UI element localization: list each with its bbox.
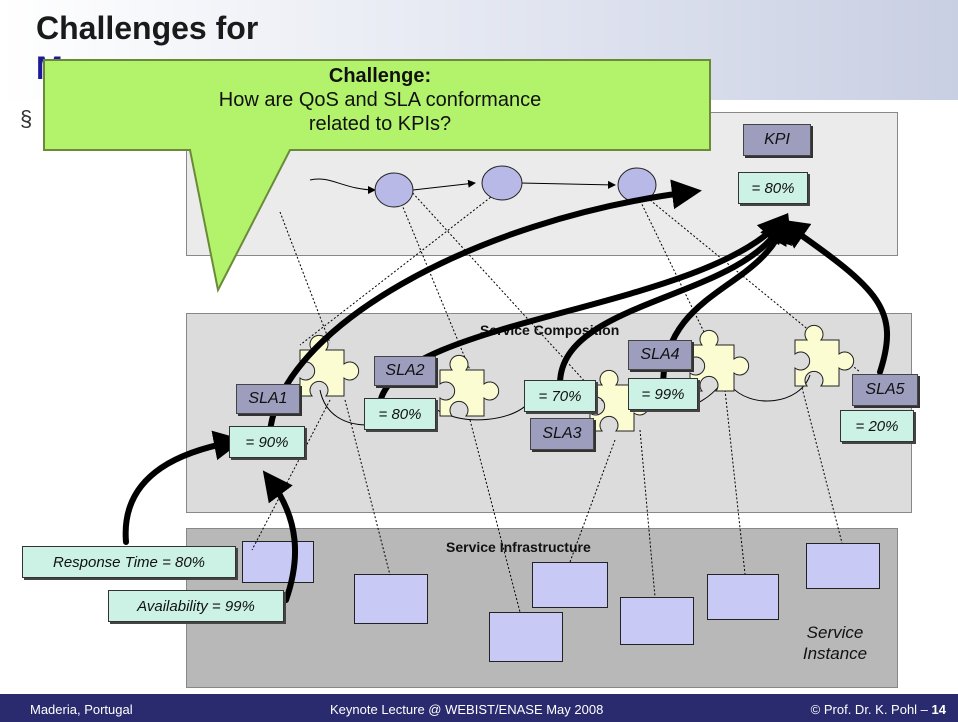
infrastructure-layer-label: Service Infrastructure: [446, 539, 591, 555]
kpi-label: KPI: [743, 124, 811, 156]
sla-label: SLA1: [236, 384, 300, 414]
sla-value-note: = 20%: [840, 410, 914, 442]
callout-heading: Challenge:: [328, 65, 432, 87]
process-activity-node: [374, 172, 414, 208]
sla-label: SLA2: [374, 356, 436, 386]
callout-body-line2: related to KPIs?: [308, 113, 452, 135]
service-instance-box: [707, 574, 779, 620]
slide-title: Challenges for: [36, 10, 259, 46]
sla-value-note: = 70%: [524, 380, 596, 412]
sla-label: SLA5: [852, 374, 918, 406]
challenge-callout-shape: [43, 59, 711, 294]
service-instance-label: Service Instance: [790, 622, 880, 664]
page-number: 14: [931, 702, 946, 717]
footer-copyright: © Prof. Dr. K. Pohl – 14: [811, 702, 946, 717]
response-time-note: Response Time = 80%: [22, 546, 236, 578]
availability-note: Availability = 99%: [108, 590, 284, 622]
footer-bar: Maderia, Portugal Keynote Lecture @ WEBI…: [0, 694, 958, 722]
service-instance-box: [532, 562, 608, 608]
sla-value-note: = 90%: [229, 426, 305, 458]
service-instance-box: [354, 574, 428, 624]
puzzle-piece-icon: [689, 329, 750, 392]
process-activity-node: [481, 165, 523, 201]
footer-event: Keynote Lecture @ WEBIST/ENASE May 2008: [330, 702, 604, 717]
service-instance-box: [806, 543, 880, 589]
kpi-value-note: = 80%: [738, 172, 808, 204]
footer-author: © Prof. Dr. K. Pohl –: [810, 702, 932, 717]
service-instance-label-line2: Instance: [802, 644, 868, 663]
puzzle-piece-icon: [299, 334, 360, 397]
sla-label: SLA3: [530, 418, 594, 450]
sla-value-note: = 80%: [364, 398, 436, 430]
bullet-icon: §: [20, 106, 33, 131]
footer-location: Maderia, Portugal: [30, 702, 133, 717]
puzzle-piece-icon: [439, 354, 500, 417]
service-instance-box: [242, 541, 314, 583]
composition-layer: [186, 313, 912, 513]
sla-label: SLA4: [628, 340, 692, 370]
service-instance-box: [620, 597, 694, 645]
service-instance-box: [489, 612, 563, 662]
callout-body-line1: How are QoS and SLA conformance: [218, 89, 542, 111]
process-flow: [309, 178, 616, 194]
puzzle-piece-icon: [794, 324, 855, 387]
service-instance-label-line1: Service: [806, 623, 864, 642]
challenge-callout: Challenge: How are QoS and SLA conforman…: [120, 64, 640, 136]
sla-value-note: = 99%: [628, 378, 698, 410]
